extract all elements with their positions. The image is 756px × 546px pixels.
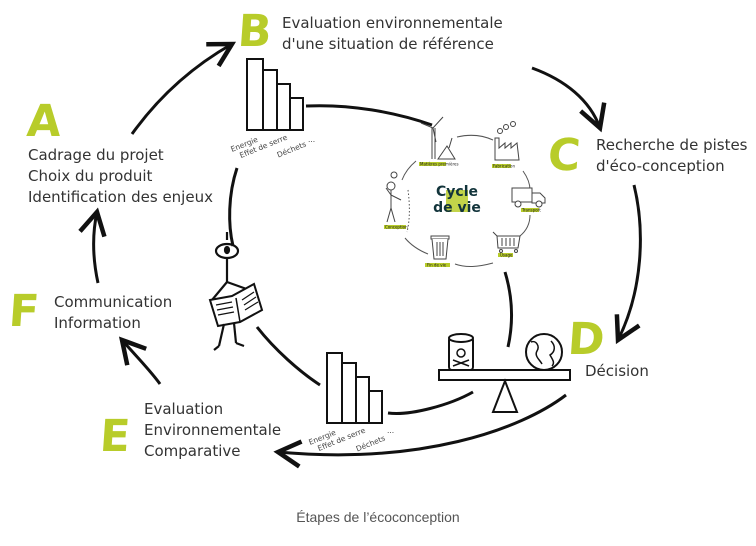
arrow-e-to-f bbox=[118, 336, 162, 385]
step-c-text: Recherche de pistes d'éco-conception bbox=[596, 135, 748, 177]
step-c-line-2: d'éco-conception bbox=[596, 157, 725, 175]
bar-label-more: ... bbox=[308, 135, 315, 144]
step-b-line-2: d'une situation de référence bbox=[282, 35, 494, 53]
step-e-text: Evaluation Environnementale Comparative bbox=[144, 399, 281, 462]
globe-icon bbox=[525, 333, 563, 371]
arrow-a-to-b bbox=[130, 41, 237, 135]
bar-chart-icon-b bbox=[246, 58, 304, 131]
cycle-stage-fin-de-vie: Fin de vie bbox=[427, 263, 447, 268]
inner-curve-reader-to-chart bbox=[255, 326, 321, 387]
inner-curve-chart-to-scale bbox=[387, 390, 474, 415]
cycle-stage-fabrication: Fabrication bbox=[493, 164, 515, 169]
step-a-line-1: Cadrage du projet bbox=[28, 146, 164, 164]
bar-energie bbox=[326, 352, 343, 424]
step-d-line-1: Décision bbox=[585, 362, 649, 380]
step-letter-d: D bbox=[566, 314, 606, 365]
step-a-text: Cadrage du projet Choix du produit Ident… bbox=[28, 145, 213, 208]
life-cycle-title-line-1: Cycle bbox=[436, 184, 478, 200]
step-b-line-1: Evaluation environnementale bbox=[282, 14, 503, 32]
bar-effet-de-serre bbox=[341, 362, 357, 424]
step-letter-b: B bbox=[236, 6, 273, 57]
cycle-stage-transport: Transport bbox=[521, 208, 541, 213]
step-f-line-2: Information bbox=[54, 314, 141, 332]
bar-label-more: ... bbox=[387, 426, 394, 435]
figure-caption: Étapes de l’écoconception bbox=[296, 509, 460, 525]
step-letter-a: A bbox=[25, 96, 62, 147]
bar-chart-icon-e bbox=[326, 352, 383, 424]
life-cycle-title-line-2: de vie bbox=[433, 200, 481, 216]
step-letter-f: F bbox=[7, 286, 40, 337]
cycle-stage-usage: Usage bbox=[500, 253, 513, 258]
factory-icon bbox=[494, 121, 520, 161]
step-letter-e: E bbox=[98, 411, 131, 462]
arrow-b-to-c bbox=[531, 66, 607, 133]
bar-energie bbox=[246, 58, 264, 131]
arrow-f-to-a bbox=[78, 207, 107, 284]
cycle-stage-matieres-premieres: Matières premières bbox=[420, 162, 459, 167]
bar-dechets bbox=[355, 376, 370, 424]
life-cycle-title: Cycle de vie bbox=[432, 184, 482, 216]
step-a-line-2: Choix du produit bbox=[28, 167, 153, 185]
bar-autres bbox=[289, 97, 304, 131]
step-d-text: Décision bbox=[585, 361, 649, 382]
step-f-line-1: Communication bbox=[54, 293, 173, 311]
thinking-person-icon bbox=[385, 171, 402, 223]
life-cycle-diagram: Matières premières Fabrication Transport… bbox=[384, 116, 546, 268]
bar-autres bbox=[368, 390, 383, 424]
step-e-line-3: Comparative bbox=[144, 442, 241, 460]
toxic-barrel-icon bbox=[448, 333, 474, 371]
wind-turbine-icon bbox=[420, 116, 456, 160]
inner-curve-left bbox=[228, 167, 239, 247]
trash-bin-icon bbox=[430, 235, 450, 260]
step-e-line-2: Environnementale bbox=[144, 421, 282, 439]
cycle-stage-conception: Conception bbox=[385, 225, 408, 230]
bar-effet-de-serre bbox=[262, 69, 278, 131]
step-e-line-1: Evaluation bbox=[144, 400, 224, 418]
inner-curve-top bbox=[305, 104, 433, 127]
scale-icon bbox=[438, 369, 571, 413]
step-a-line-3: Identification des enjeux bbox=[28, 188, 213, 206]
shopping-cart-icon bbox=[492, 231, 521, 253]
bar-dechets bbox=[276, 83, 291, 131]
arrow-c-to-d bbox=[614, 184, 642, 345]
step-b-text: Evaluation environnementale d'une situat… bbox=[282, 13, 503, 55]
reading-person-icon bbox=[208, 232, 264, 351]
arrow-d-to-e bbox=[273, 393, 567, 469]
truck-icon bbox=[511, 187, 546, 208]
step-c-line-1: Recherche de pistes bbox=[596, 136, 748, 154]
inner-curve-cycle-to-scale bbox=[503, 271, 514, 348]
step-f-text: Communication Information bbox=[54, 292, 172, 334]
step-letter-c: C bbox=[546, 130, 582, 181]
